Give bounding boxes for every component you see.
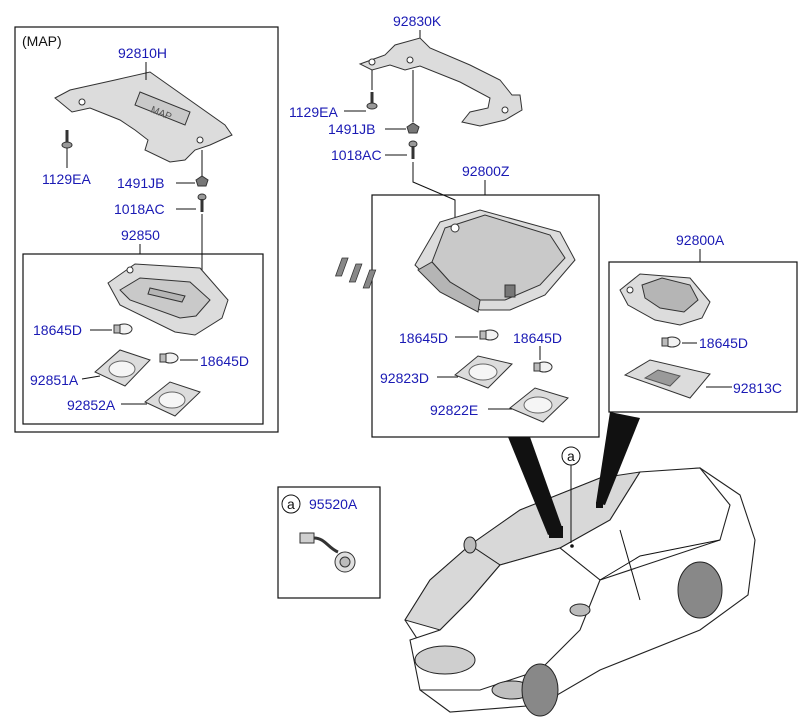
room-lamp-frame bbox=[608, 261, 798, 413]
car-illustration bbox=[404, 467, 756, 717]
map-bracket-label: 92810H bbox=[118, 45, 167, 61]
center-bolt-to-lamp-line bbox=[412, 162, 456, 222]
room-lens-part[interactable] bbox=[623, 359, 711, 399]
center-bracket-label: 92830K bbox=[393, 13, 442, 29]
room-lamp-label: 92800A bbox=[676, 232, 725, 248]
center-bulb-left-label: 18645D bbox=[399, 330, 448, 346]
map-screw-label: 1129EA bbox=[42, 171, 91, 187]
map-nut-label: 1491JB bbox=[117, 175, 164, 191]
car-callout-marker: a bbox=[567, 448, 575, 464]
center-nut-label: 1491JB bbox=[328, 121, 375, 137]
center-lens-2-label: 92822E bbox=[430, 402, 478, 418]
center-lens-2-part[interactable] bbox=[509, 387, 569, 423]
center-lamp-label: 92800Z bbox=[462, 163, 510, 179]
map-lens-1-leader bbox=[81, 375, 101, 380]
callout-frame bbox=[277, 486, 381, 599]
map-bolt-label: 1018AC bbox=[114, 201, 165, 217]
center-bolt-part[interactable] bbox=[408, 140, 418, 159]
pointer-room-lamp bbox=[596, 412, 640, 505]
center-screw-label: 1129EA bbox=[289, 104, 338, 120]
center-bulb-right-part[interactable] bbox=[533, 361, 553, 373]
map-bolt-part[interactable] bbox=[197, 193, 207, 212]
center-bulb-right-label: 18645D bbox=[513, 330, 562, 346]
room-lamp-part[interactable] bbox=[619, 273, 711, 326]
map-bulb-right-label: 18645D bbox=[200, 353, 249, 369]
room-lens-label: 92813C bbox=[733, 380, 782, 396]
map-lamp-part[interactable] bbox=[107, 263, 229, 336]
center-nut-part[interactable] bbox=[406, 122, 420, 134]
map-bulb-right-part[interactable] bbox=[159, 352, 179, 364]
map-lens-1-label: 92851A bbox=[30, 372, 79, 388]
map-lamp-frame bbox=[22, 253, 264, 425]
map-group-frame bbox=[14, 26, 279, 433]
map-lamp-label: 92850 bbox=[121, 227, 160, 243]
connector-part[interactable] bbox=[299, 532, 356, 573]
room-bulb-label: 18645D bbox=[699, 335, 748, 351]
center-screw-part[interactable] bbox=[366, 92, 378, 110]
center-bulb-left-part[interactable] bbox=[479, 329, 499, 341]
center-bolt-label: 1018AC bbox=[331, 147, 382, 163]
center-bracket-part[interactable] bbox=[358, 37, 523, 127]
center-lamp-part[interactable] bbox=[334, 209, 576, 313]
map-lens-2-label: 92852A bbox=[67, 397, 116, 413]
map-bracket-part[interactable]: MAP bbox=[54, 71, 233, 163]
map-nut-part[interactable] bbox=[195, 175, 209, 187]
room-bulb-part[interactable] bbox=[661, 336, 681, 348]
callout-marker: a bbox=[287, 496, 295, 512]
map-screw-part[interactable] bbox=[61, 130, 73, 149]
center-lens-1-part[interactable] bbox=[454, 355, 513, 389]
center-lens-1-label: 92823D bbox=[380, 370, 429, 386]
map-bulb-left-part[interactable] bbox=[113, 323, 133, 335]
map-group-title: (MAP) bbox=[22, 33, 62, 49]
roof-marker-rear bbox=[596, 502, 603, 508]
map-lens-1-part[interactable] bbox=[94, 349, 151, 387]
callout-part-label: 95520A bbox=[309, 496, 358, 512]
callout-marker-circle bbox=[281, 494, 301, 514]
map-bulb-left-label: 18645D bbox=[33, 322, 82, 338]
pointer-center-lamp bbox=[508, 437, 563, 535]
map-lens-2-part[interactable] bbox=[144, 381, 201, 417]
